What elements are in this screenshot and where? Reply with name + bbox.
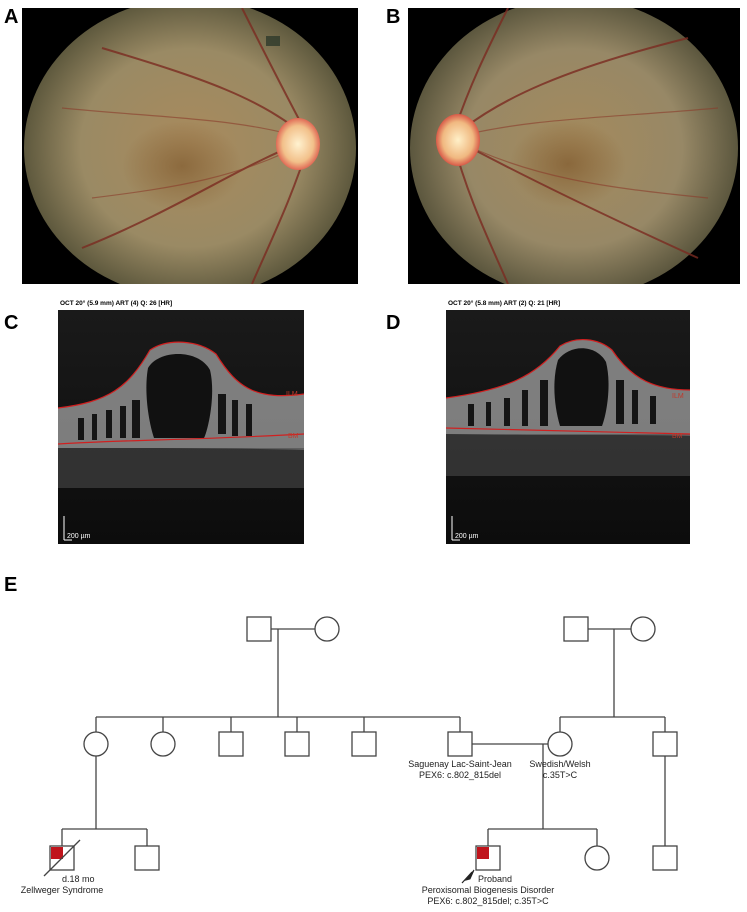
- oct-svg-d: ILM BM 200 µm: [446, 310, 690, 544]
- panel-label-e: E: [4, 574, 18, 596]
- pedigree-chart: d.18 mo Zellweger Syndrome Saguenay Lac-…: [21, 616, 678, 906]
- panel-label-b: B: [386, 6, 401, 28]
- maternal-uncle: [652, 731, 678, 757]
- oct-ilm-label-c: ILM: [286, 391, 298, 398]
- fundus-image-b: [408, 8, 740, 284]
- uncle-2: [284, 731, 310, 757]
- cousin-diagnosis-label: Zellweger Syndrome: [21, 885, 104, 895]
- aunt-1: [83, 731, 109, 757]
- deceased-slash: [43, 839, 81, 877]
- fundus-svg-b: [410, 8, 738, 284]
- proband-label: Proband: [478, 874, 512, 884]
- oct-svg-c: ILM BM 200 µm: [58, 310, 304, 544]
- cousin-2: [134, 845, 160, 871]
- panel-label-a: A: [4, 6, 19, 28]
- maternal-cousin: [652, 845, 678, 871]
- father-origin-label: Saguenay Lac-Saint-Jean: [408, 759, 512, 769]
- grandfather-maternal: [563, 616, 589, 642]
- grandfather-paternal: [246, 616, 272, 642]
- panel-label-c: C: [4, 312, 19, 334]
- oct-scale-label-d: 200 µm: [455, 533, 479, 540]
- oct-bm-label-c: BM: [288, 433, 299, 440]
- father: [447, 731, 473, 757]
- cousin-affected-marker: [51, 847, 63, 859]
- oct-header-d: OCT 20° (5.8 mm) ART (2) Q: 21 [HR]: [448, 300, 561, 307]
- proband-diagnosis-label: Peroxisomal Biogenesis Disorder: [422, 885, 555, 895]
- oct-bm-label-d: BM: [672, 433, 683, 440]
- fundus-svg-a: [24, 8, 356, 284]
- sibling-sister: [584, 845, 610, 871]
- cousin-age-label: d.18 mo: [62, 874, 95, 884]
- oct-scale-label-c: 200 µm: [67, 533, 91, 540]
- oct-image-d: ILM BM 200 µm: [446, 310, 690, 544]
- oct-image-c: ILM BM 200 µm: [58, 310, 304, 544]
- oct-ilm-label-d: ILM: [672, 393, 684, 400]
- uncle-1: [218, 731, 244, 757]
- mother-variant-label: c.35T>C: [543, 770, 578, 780]
- fundus-image-a: [22, 8, 358, 284]
- uncle-3: [351, 731, 377, 757]
- mother-origin-label: Swedish/Welsh: [529, 759, 590, 769]
- grandmother-paternal: [314, 616, 340, 642]
- oct-header-c: OCT 20° (5.9 mm) ART (4) Q: 26 [HR]: [60, 300, 173, 307]
- grandmother-maternal: [630, 616, 656, 642]
- panel-label-d: D: [386, 312, 401, 334]
- proband-variant-label: PEX6: c.802_815del; c.35T>C: [427, 896, 549, 906]
- aunt-2: [150, 731, 176, 757]
- proband-affected-marker: [477, 847, 489, 859]
- father-variant-label: PEX6: c.802_815del: [419, 770, 501, 780]
- mother: [547, 731, 573, 757]
